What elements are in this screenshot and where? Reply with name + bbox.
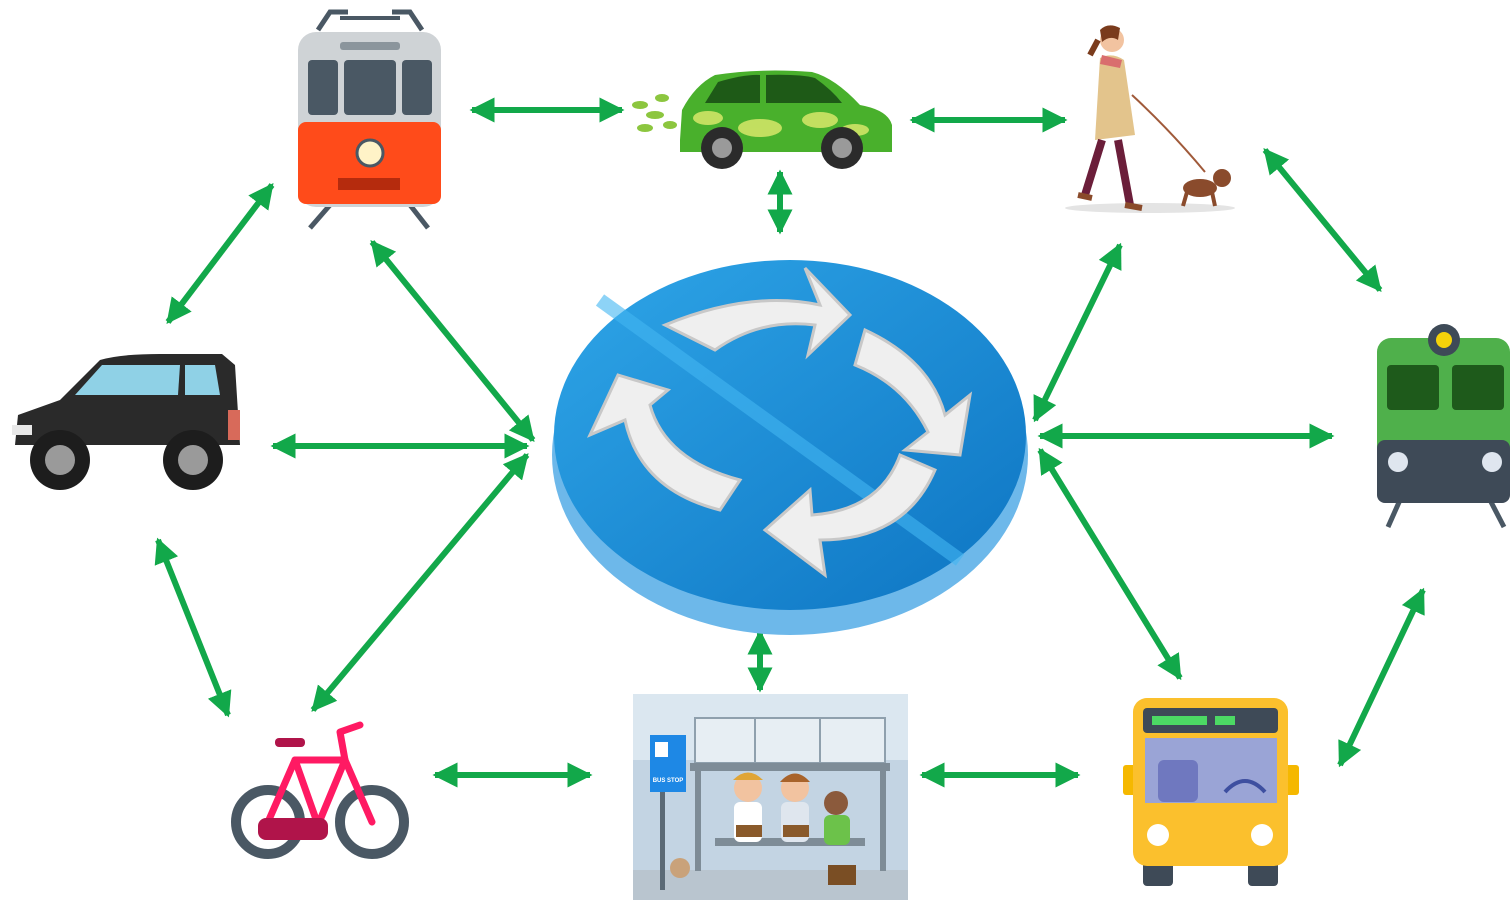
- tram-icon: [298, 9, 441, 230]
- arrow-pedestrian-train: [1262, 148, 1383, 292]
- arrow-train-bus: [1337, 587, 1426, 768]
- arrow-hub-tram: [369, 240, 536, 442]
- arrow-hub-bicycle: [310, 453, 530, 712]
- children-waiting: [670, 772, 856, 885]
- arrow-hub-pedestrian: [1032, 242, 1123, 423]
- arrow-bicycle-suv: [154, 537, 232, 718]
- car-icon: [12, 354, 240, 490]
- arrow-suv-tram: [165, 182, 275, 325]
- eco-car-icon: [632, 70, 892, 169]
- bus-stop-icon: BUS STOP: [633, 694, 908, 900]
- circular-arrows-hub-icon: [552, 260, 1028, 635]
- bus-stop-sign-text: BUS STOP: [653, 778, 684, 784]
- bicycle-icon: [231, 721, 409, 859]
- arrow-hub-bus: [1037, 447, 1183, 681]
- bus-icon: [1123, 698, 1299, 886]
- woman-walking-dog-icon: [1065, 25, 1235, 213]
- connection-arrows: [154, 97, 1426, 788]
- train-icon: [1377, 324, 1510, 529]
